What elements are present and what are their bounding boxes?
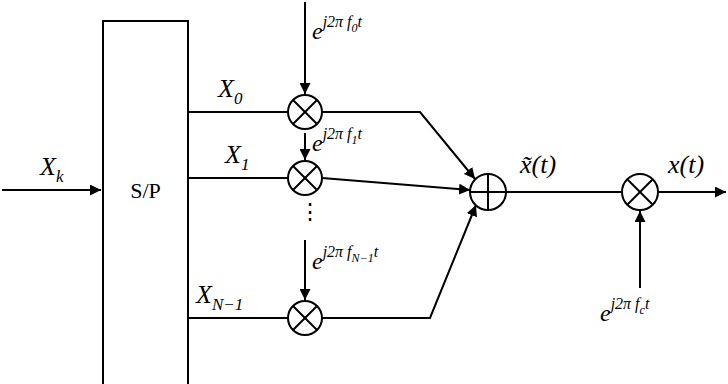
- subscript-text: 0: [352, 21, 358, 35]
- carrier-exponential-label: ej2π fN−1t: [312, 246, 378, 276]
- carrier-exponential-label: ej2π f0t: [312, 16, 362, 46]
- input-signal-label: Xk: [40, 152, 63, 182]
- symbol-text: x̃(t): [520, 150, 556, 179]
- symbol-text: e: [312, 248, 323, 274]
- symbol-text: X: [40, 152, 56, 181]
- multiplier-symbol: [288, 161, 322, 195]
- baseband-wire: [506, 191, 622, 193]
- subscript-text: k: [56, 167, 64, 186]
- subscript-text: N−1: [212, 295, 243, 314]
- subcarrier-wire: [189, 317, 288, 319]
- superscript-text: t: [645, 295, 649, 312]
- serial-to-parallel-box: S/P: [102, 20, 189, 384]
- subscript-text: N−1: [352, 251, 374, 265]
- superscript-text: j2π f: [323, 13, 352, 30]
- symbol-text: X: [225, 140, 241, 169]
- symbol-text: ⋮: [299, 199, 321, 224]
- subcarrier-symbol-label: XN−1: [196, 280, 243, 310]
- subscript-text: 1: [352, 133, 358, 147]
- superscript-text: t: [358, 125, 362, 142]
- carrier-exponential-label: ej2π f1t: [312, 128, 362, 158]
- carrier-exponential-label: ej2π fct: [600, 298, 649, 328]
- superscript-text: t: [358, 13, 362, 30]
- multiplier-symbol: [288, 301, 322, 335]
- symbol-text: e: [600, 300, 611, 326]
- symbol-text: e: [312, 130, 323, 156]
- sum-input-wire: [322, 178, 470, 190]
- baseband-signal-label: x̃(t): [520, 150, 556, 180]
- subscript-text: c: [640, 303, 645, 317]
- symbol-text: X: [218, 74, 234, 103]
- superscript-text: j2π f: [323, 243, 352, 260]
- summer-symbol: [470, 174, 506, 210]
- superscript-text: t: [374, 243, 378, 260]
- symbol-text: x(t): [668, 150, 704, 179]
- subcarrier-wire: [189, 111, 288, 113]
- sum-input-wire: [322, 205, 476, 318]
- sum-input-wire: [322, 112, 475, 179]
- symbol-text: e: [312, 18, 323, 44]
- superscript-text: j2π f: [323, 125, 352, 142]
- carrier-arrow: [304, 133, 306, 160]
- superscript-text: j2π f: [611, 295, 640, 312]
- multiplier-symbol: [622, 174, 658, 210]
- subscript-text: 1: [241, 155, 250, 174]
- output-wire: [658, 191, 726, 193]
- subcarrier-symbol-label: X0: [218, 74, 242, 104]
- carrier-arrow: [304, 240, 306, 300]
- symbol-text: X: [196, 280, 212, 309]
- input-wire: [2, 189, 101, 191]
- output-signal-label: x(t): [668, 150, 704, 180]
- subscript-text: 0: [234, 89, 243, 108]
- subcarrier-wire: [189, 177, 288, 179]
- carrier-arrow: [639, 211, 641, 288]
- ellipsis-dots: ⋮: [299, 196, 321, 226]
- carrier-arrow: [304, 2, 306, 94]
- box-label: S/P: [104, 178, 187, 204]
- subcarrier-symbol-label: X1: [225, 140, 249, 170]
- multiplier-symbol: [288, 95, 322, 129]
